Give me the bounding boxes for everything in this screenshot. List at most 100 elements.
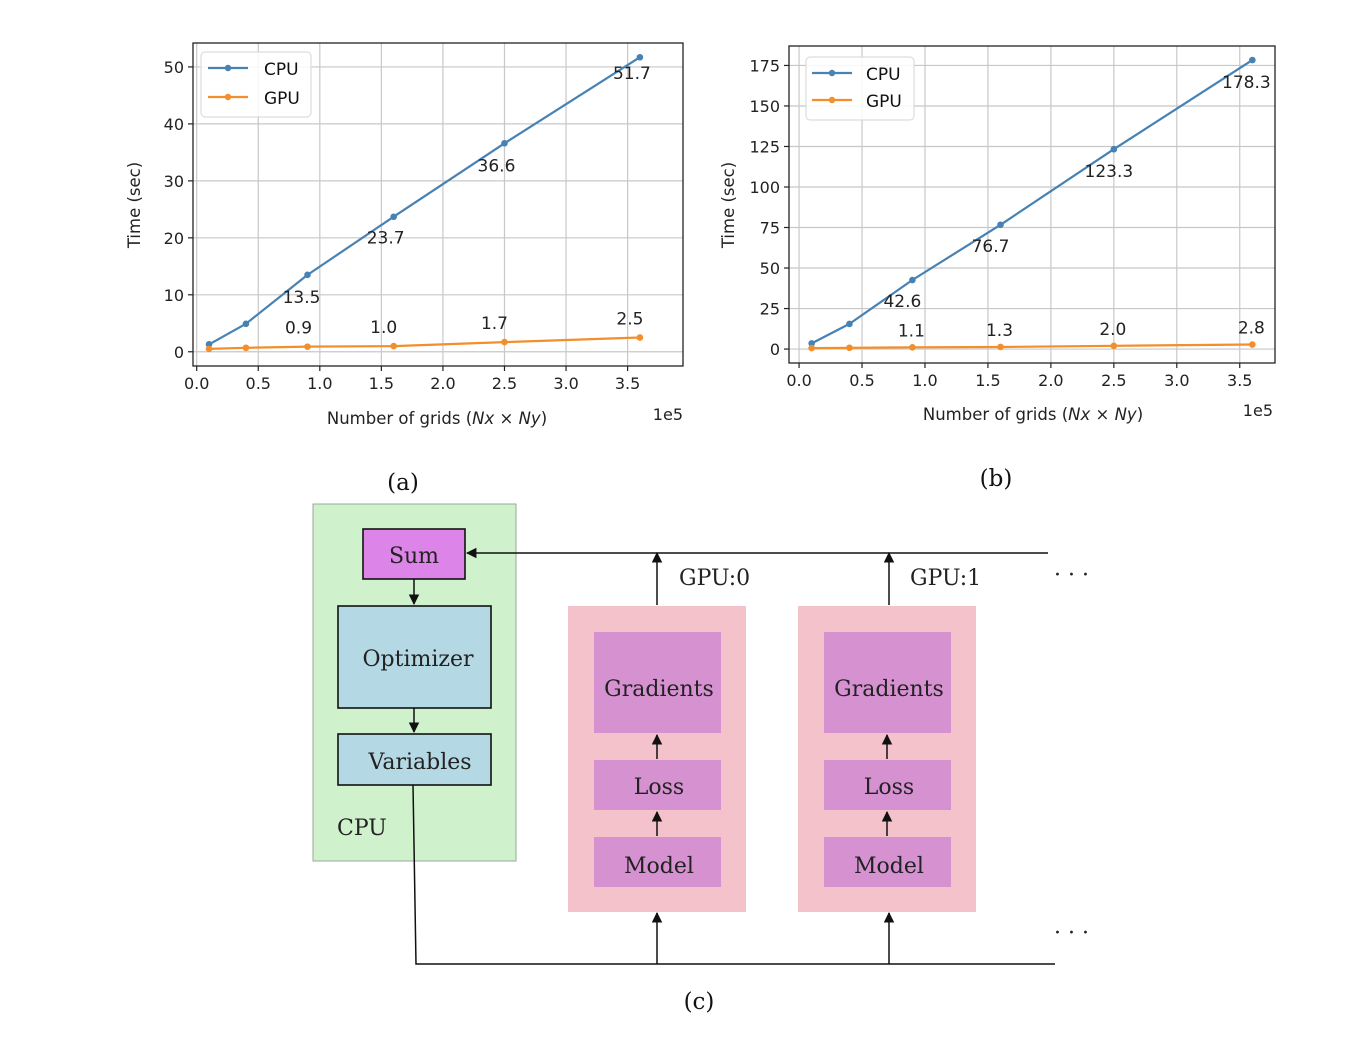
chart-a-ytick-label: 10 — [164, 286, 184, 305]
chart-a-frame — [192, 42, 684, 367]
chart-a-legend-gpu-marker — [224, 93, 232, 101]
chart-a-xtick-label: 3.5 — [615, 374, 640, 393]
chart-a-xtick-label: 2.5 — [492, 374, 517, 393]
chart-b-ytick-label: 125 — [749, 137, 780, 156]
chart-a-legend-gpu-label: GPU — [264, 89, 300, 109]
gpu1-model-label: Model — [854, 854, 924, 879]
chart-a-cpu-point — [501, 139, 508, 147]
chart-b-legend-cpu-marker — [828, 69, 836, 77]
chart-a-gpu-point — [390, 342, 397, 350]
cpu-label: CPU — [337, 816, 387, 841]
chart-a-xtick-label: 1.5 — [369, 374, 394, 393]
chart-b-xtick-label: 2.0 — [1038, 371, 1063, 390]
chart-b-ytick-label: 150 — [749, 97, 780, 116]
chart-b-legend-gpu-label: GPU — [866, 92, 902, 112]
chart-a-ylabel: Time (sec) — [125, 162, 144, 249]
chart-a-gpu-point — [501, 338, 508, 346]
chart-b-ytick-label: 0 — [770, 340, 780, 359]
chart-a-gpu-point — [205, 345, 213, 353]
chart-b-cpu-point — [997, 221, 1004, 229]
sum-label: Sum — [389, 544, 439, 569]
broadcast-line — [412, 784, 1055, 965]
chart-a-gpu-data-label: 2.5 — [616, 310, 643, 330]
chart-b-xtick-label: 3.0 — [1164, 371, 1189, 390]
chart-a-xtick-label: 0.0 — [184, 374, 209, 393]
chart-b-xtick-label: 1.5 — [975, 371, 1000, 390]
gpu0-gradients-label: Gradients — [604, 677, 714, 702]
chart-b-x-multiplier: 1e5 — [1243, 401, 1273, 420]
chart-a-cpu-point — [390, 213, 397, 221]
chart-a-xlabel-prefix: Number of grids ( — [327, 409, 472, 428]
chart-b-xtick-label: 0.0 — [786, 371, 811, 390]
chart-b-legend: CPU GPU — [805, 56, 915, 121]
chart-a-gpu-line — [208, 336, 640, 350]
chart-b-gpu-point — [909, 343, 916, 351]
chart-a-xtick-label: 2.0 — [430, 374, 455, 393]
optimizer-label: Optimizer — [362, 647, 474, 672]
chart-b-gpu-line — [811, 343, 1253, 350]
gpu1-gradients-block — [824, 632, 951, 733]
chart-a-ytick-label: 40 — [164, 115, 184, 134]
chart-a-gpu-data-label: 0.9 — [285, 319, 312, 339]
chart-b-gpu-data-label: 2.0 — [1099, 320, 1126, 340]
chart-b-legend-cpu-label: CPU — [866, 65, 901, 85]
chart-a-ytick-label: 50 — [164, 58, 184, 77]
gpu0-loss-label: Loss — [634, 775, 684, 800]
chart-a-legend: CPU GPU — [200, 51, 312, 118]
chart-a-series — [205, 53, 644, 353]
chart-a-cpu-data-label: 36.6 — [478, 156, 516, 176]
chart-b-legend-gpu-marker — [828, 96, 836, 104]
chart-b-xlabel-math: Nx × Ny — [1068, 405, 1137, 424]
chart-b-xtick-label: 1.0 — [912, 371, 937, 390]
sum-block — [362, 528, 466, 580]
chart-a-xlabel-suffix: ) — [541, 409, 547, 428]
chart-a-cpu-data-label: 23.7 — [367, 229, 405, 249]
chart-a-cpu-data-label: 13.5 — [283, 288, 321, 308]
diagram-caption: (c) — [684, 989, 715, 1015]
chart-b-cpu-data-label: 76.7 — [972, 237, 1010, 257]
chart-b-cpu-data-label: 42.6 — [883, 292, 921, 312]
chart-b-gpu-point — [1110, 342, 1118, 350]
chart-a-grid — [193, 43, 683, 366]
variables-label: Variables — [367, 750, 471, 775]
chart-b-cpu-data-label: 178.3 — [1222, 73, 1271, 93]
chart-b-gpu-data-label: 1.1 — [898, 321, 925, 341]
chart-b-ytick-label: 100 — [749, 178, 780, 197]
chart-a-ytick-label: 30 — [164, 172, 184, 191]
chart-a-legend-cpu-label: CPU — [264, 60, 299, 80]
chart-a-data-labels: 13.5 23.7 36.6 51.7 0.9 1.0 1.7 2.5 — [283, 64, 651, 338]
chart-b-xlabel-suffix: ) — [1137, 405, 1143, 424]
gpu1-model-block — [824, 837, 951, 887]
chart-b-xtick-label: 2.5 — [1101, 371, 1126, 390]
chart-a-xlabel: Number of grids (Nx × Ny) — [327, 409, 547, 428]
chart-b-gpu-data-label: 2.8 — [1238, 319, 1265, 339]
chart-a-gpu-data-label: 1.7 — [481, 314, 508, 334]
ellipsis-top: · · · — [1054, 563, 1089, 588]
chart-a-cpu-point — [304, 271, 311, 279]
optimizer-block — [337, 605, 492, 709]
gpu0-model-label: Model — [624, 854, 694, 879]
chart-b-cpu-point — [808, 340, 815, 347]
chart-a-xtick-label: 3.0 — [553, 374, 578, 393]
chart-a-xlabel-math: Nx × Ny — [472, 409, 541, 428]
chart-b-xlabel-prefix: Number of grids ( — [923, 405, 1068, 424]
variables-block — [337, 733, 492, 786]
chart-b-cpu-point — [909, 276, 916, 284]
chart-a-cpu-data-label: 51.7 — [613, 64, 651, 84]
gpu0-label: GPU:0 — [679, 566, 750, 591]
chart-b-cpu-point — [1249, 56, 1256, 64]
chart-a-gpu-point — [304, 343, 311, 350]
chart-b-xlabel: Number of grids (Nx × Ny) — [923, 405, 1143, 424]
chart-b-cpu-data-label: 123.3 — [1085, 162, 1134, 182]
chart-b-series — [808, 56, 1256, 352]
chart-b-xtick-label: 0.5 — [849, 371, 874, 390]
chart-b-ylabel: Time (sec) — [719, 162, 738, 249]
chart-a-cpu-point — [242, 320, 250, 328]
chart-a-ytick-label: 0 — [174, 343, 184, 362]
chart-a-xtick-label: 1.0 — [307, 374, 332, 393]
chart-a-gpu-point — [242, 344, 250, 352]
chart-a-gpu-data-label: 1.0 — [370, 318, 397, 338]
